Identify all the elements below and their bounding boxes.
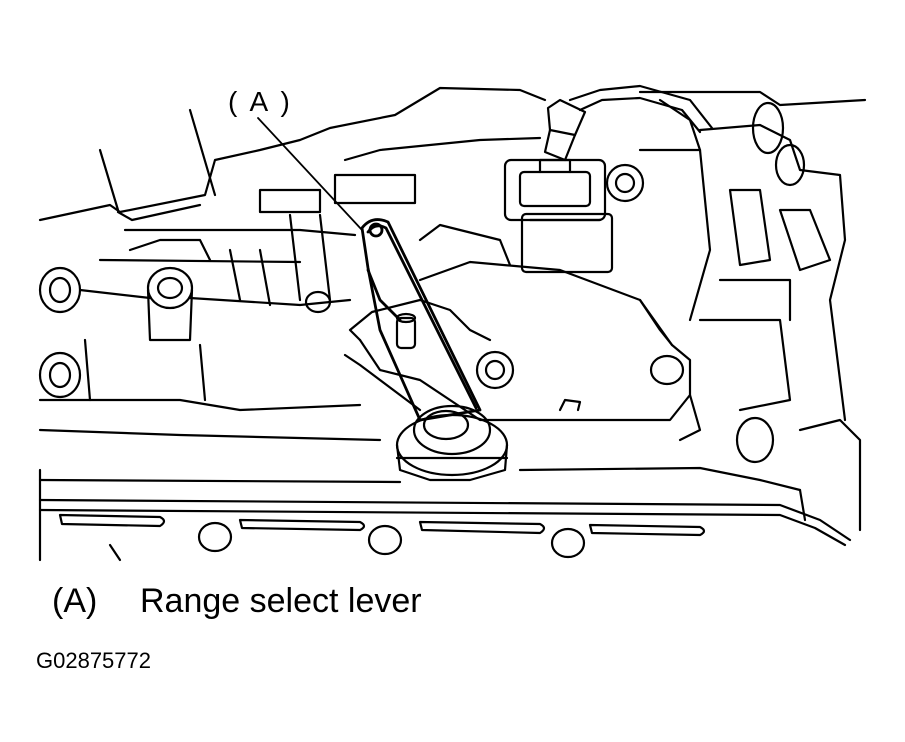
callout-label-a: ( A ) bbox=[228, 86, 293, 117]
valve-body-right bbox=[638, 90, 867, 532]
upper-housing bbox=[38, 86, 547, 222]
legend-text: Range select lever bbox=[140, 582, 422, 620]
leader-line bbox=[257, 117, 363, 231]
valve-body-left bbox=[38, 173, 417, 412]
legend-tag: (A) bbox=[52, 582, 98, 620]
range-select-lever bbox=[360, 218, 482, 422]
inhibitor-switch bbox=[343, 223, 702, 442]
oil-pan-flange bbox=[38, 428, 852, 562]
manual-shaft bbox=[395, 312, 509, 482]
transmission-diagram bbox=[38, 84, 867, 562]
legend: (A) Range select lever bbox=[52, 582, 422, 621]
figure-id: G02875772 bbox=[36, 648, 151, 673]
